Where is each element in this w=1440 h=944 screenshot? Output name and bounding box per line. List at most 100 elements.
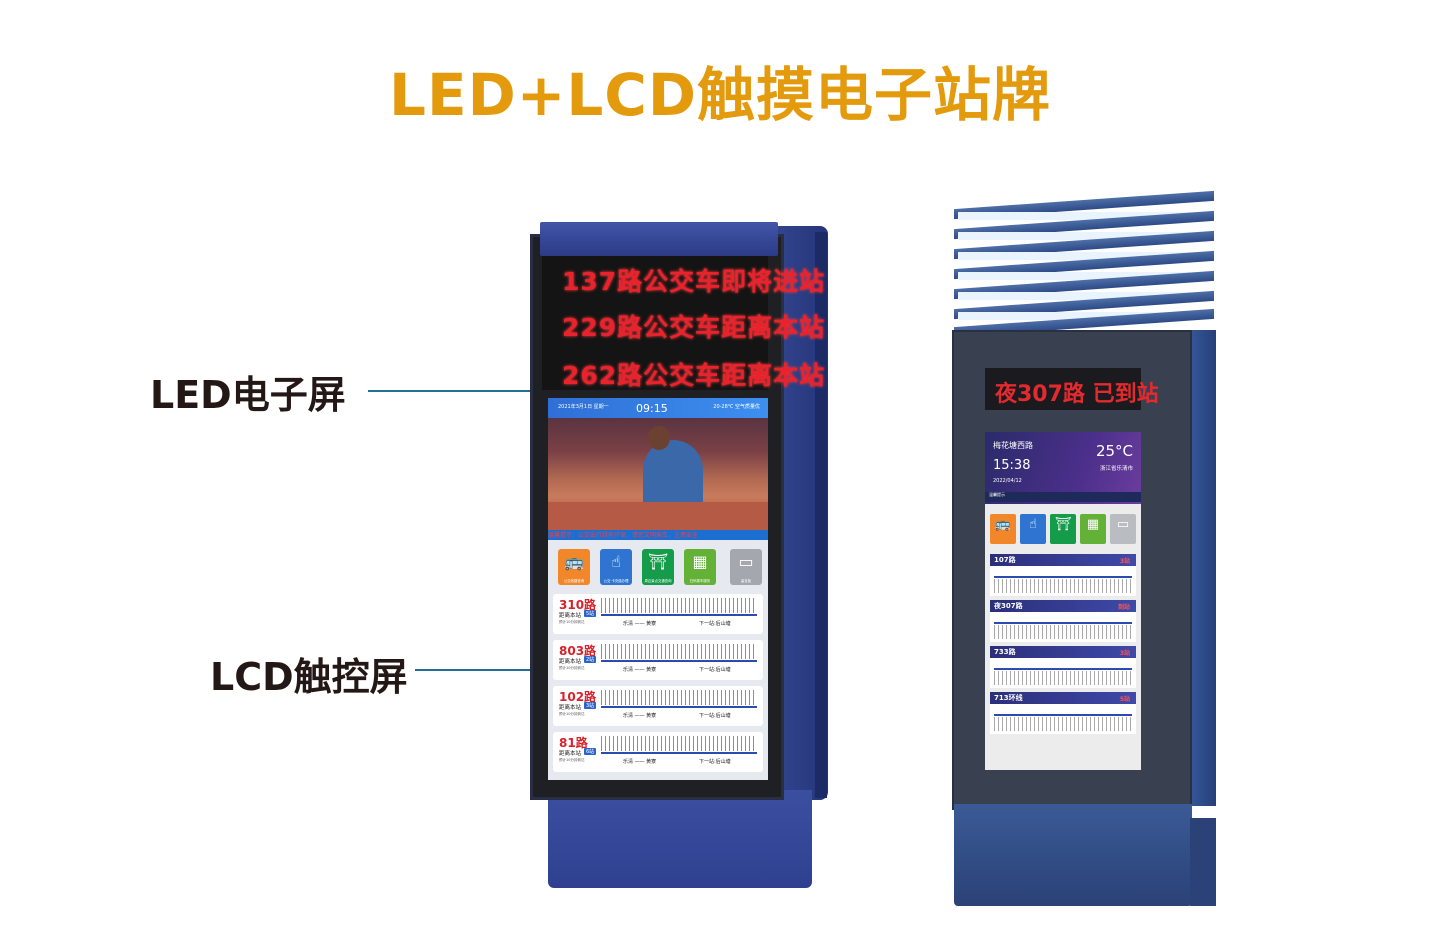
route-card[interactable]: 81路 距离本站 6站 预计10分钟到达 乐清 —— 黄寮 下一站:后山塘 [553,732,763,772]
route-next-stop: 下一站:后山塘 [699,621,731,627]
running-track [548,502,768,530]
kiosk-base [548,790,812,888]
athlete-head [648,426,670,450]
route-stop-names [601,690,757,705]
temple-icon: ⛩ [1054,517,1072,532]
kiosk-base [954,804,1192,906]
route-distance-label: 距离本站 [559,659,582,665]
route-status: 3站 [1119,650,1130,657]
route-status: 3站 [1119,558,1130,565]
route-stop-names [601,736,757,751]
route-card[interactable]: 夜307路 到站 [990,600,1136,642]
route-number: 310路 [559,598,597,612]
route-line [994,714,1132,716]
qr-service-button[interactable]: ▦ [1080,514,1106,544]
callout-led-line [368,390,538,392]
app-label: 周边景点交通查询 [644,579,672,583]
louver-glow [958,312,1190,320]
route-card[interactable]: 102路 距离本站 3站 预计10分钟到达 乐清 —— 黄寮 下一站:后山塘 [553,686,763,726]
led-screen: 夜307路 已到站 [985,368,1159,410]
qr-code-icon: ▦ [1086,517,1100,532]
route-next-stop: 下一站:后山塘 [699,713,731,719]
led-arrival-text: 夜307路 已到站 [995,382,1159,407]
route-card[interactable]: 107路 3站 [990,554,1136,596]
route-distance-label: 距离本站 [559,705,582,711]
route-eta: 预计10分钟到达 [559,666,585,670]
route-line [601,752,757,754]
bus-icon: 🚌 [994,517,1012,532]
route-card[interactable]: 733路 3站 [990,646,1136,688]
kiosk-side-edge [815,232,827,798]
route-stop-names [994,717,1132,731]
lcd-weather: 20-28℃ 空气质量优 [713,404,760,410]
louver-glow [958,252,1190,260]
app-label: 公交·卡充值办理 [603,579,629,583]
message-board-button[interactable]: ▭ [1110,514,1136,544]
route-line [994,576,1132,578]
athlete-figure [643,440,703,510]
louver-glow [958,212,1190,220]
route-stop-names [994,625,1132,639]
message-icon: ▭ [738,552,754,571]
route-next-stop: 下一站:后山塘 [699,667,731,673]
touch-card-icon: ☝ [611,552,621,571]
kiosk-base-side [1190,818,1216,906]
route-number: 102路 [559,690,597,704]
route-number: 713环线 [990,692,1136,704]
led-row: 262路公交车距离本站 [562,361,826,390]
route-line [994,622,1132,624]
attractions-button[interactable]: ⛩ [1050,514,1076,544]
route-status: 到站 [1117,604,1130,611]
lcd-date: 2021年3月1日 星期一 [558,404,609,410]
card-service-button[interactable]: ☝ 公交·卡充值办理 [600,549,632,585]
route-card[interactable]: 803路 距离本站 2站 预计10分钟到达 乐清 —— 黄寮 下一站:后山塘 [553,640,763,680]
city-location: 浙江省乐清市 [1099,466,1133,472]
app-label: 扫码乘车服务 [689,579,711,583]
lcd-status-bar: 2021年3月1日 星期一 09:15 20-28℃ 空气质量优 [548,398,768,418]
led-row: 137路公交车即将进站 [562,267,826,296]
card-service-button[interactable]: ☝ [1020,514,1046,544]
qr-code-icon: ▦ [692,552,708,571]
led-row: 229路公交车距离本站 [562,313,826,342]
message-icon: ▭ [1116,517,1130,532]
app-icon-row: 🚌 ☝ ⛩ ▦ ▭ [990,514,1140,548]
qr-service-button[interactable]: ▦ 扫码乘车服务 [684,549,716,585]
bus-icon: 🚌 [564,552,584,571]
route-stop-names [994,671,1132,685]
route-number: 81路 [559,736,588,750]
message-board-button[interactable]: ▭ 留言板 [730,549,762,585]
bus-query-button[interactable]: 🚌 [990,514,1016,544]
route-stops-badge: 2站 [584,656,597,663]
route-direction: 乐清 —— 黄寮 [623,621,657,627]
route-stops-badge: 5站 [584,610,597,617]
louver-glow [958,292,1190,300]
temperature: 25°C [1095,442,1133,460]
lcd-header: 梅花塘西路 15:38 2022/04/12 25°C 浙江省乐清市 温馨提示 [985,432,1141,504]
callout-lcd-screen: LCD触控屏 [210,655,408,699]
lcd-screen: 梅花塘西路 15:38 2022/04/12 25°C 浙江省乐清市 温馨提示 … [985,432,1141,770]
route-direction: 乐清 —— 黄寮 [623,667,657,673]
route-status: 5站 [1119,696,1130,703]
callout-lcd-line [415,669,541,671]
stop-name: 梅花塘西路 [993,441,1033,450]
route-line [994,668,1132,670]
route-stop-names [601,644,757,659]
app-label: 留言板 [740,579,752,583]
attractions-button[interactable]: ⛩ 周边景点交通查询 [642,549,674,585]
route-distance-label: 距离本站 [559,613,582,619]
route-next-stop: 下一站:后山塘 [699,759,731,765]
led-screen: 137路公交车即将进站 229路公交车距离本站 262路公交车距离本站 [542,256,824,390]
bus-query-button[interactable]: 🚌 公交线路查询 [558,549,590,585]
lcd-screen: 2021年3月1日 星期一 09:15 20-28℃ 空气质量优 温馨提示：公交… [548,398,768,780]
route-card[interactable]: 713环线 5站 [990,692,1136,734]
route-distance-label: 距离本站 [559,751,582,757]
route-stops-badge: 3站 [584,702,597,709]
notice-bar: 温馨提示 [985,492,1141,502]
lcd-date: 2022/04/12 [993,478,1022,484]
lcd-time: 09:15 [636,402,668,415]
louver-glow [958,232,1190,240]
route-line [601,614,757,616]
route-card[interactable]: 310路 距离本站 5站 预计10分钟到达 乐清 —— 黄寮 下一站:后山塘 [553,594,763,634]
route-number: 107路 [990,554,1136,566]
route-number: 733路 [990,646,1136,658]
